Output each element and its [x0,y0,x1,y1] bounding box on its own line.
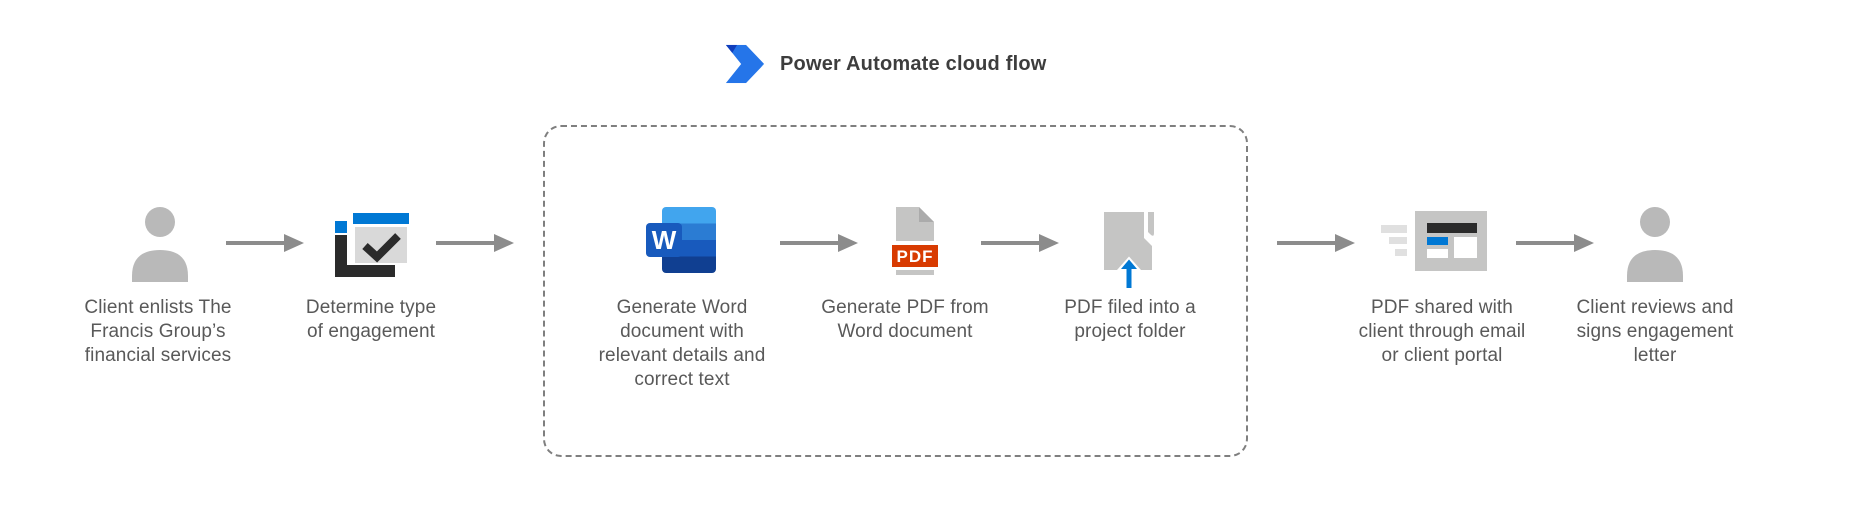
step-caption-file-pdf: PDF filed into a project folder [1064,297,1196,342]
step-caption-client-reviews: Client reviews and signs engagement lett… [1576,297,1734,366]
arrow-right-icon [780,234,858,252]
arrow-right-icon [981,234,1059,252]
folder-upload-icon [1104,212,1154,288]
diagram-header: Power Automate cloud flow [722,42,1047,86]
step-caption-generate-pdf: Generate PDF from Word document [821,297,989,342]
word-letter: W [652,225,677,255]
cloud-flow-boundary [543,125,1248,457]
step-caption-client-enlists: Client enlists The Francis Group’s finan… [84,297,232,366]
diagram-title: Power Automate cloud flow [780,52,1047,75]
pdf-file-icon: PDF [892,207,938,275]
step-caption-share-pdf: PDF shared with client through email or … [1358,297,1526,366]
arrow-right-icon [1277,234,1355,252]
checklist-icon [335,213,409,277]
person-icon [132,207,188,282]
word-document-icon: W [646,207,716,273]
power-automate-icon [725,44,765,84]
arrow-right-icon [1516,234,1594,252]
step-caption-generate-word: Generate Word document with relevant det… [598,297,766,390]
arrow-right-icon [436,234,514,252]
send-document-icon [1381,211,1487,271]
arrow-right-icon [226,234,304,252]
step-caption-determine-type: Determine type of engagement [305,297,437,342]
pdf-label: PDF [897,247,934,266]
person-icon [1627,207,1683,282]
